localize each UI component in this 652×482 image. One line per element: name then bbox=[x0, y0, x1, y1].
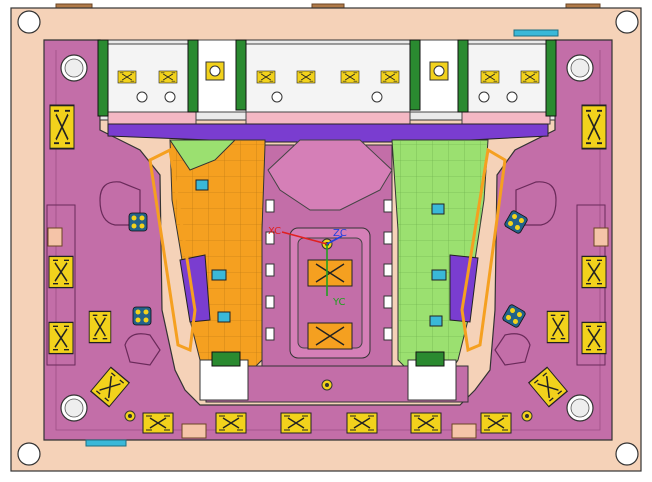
ejector-left-bottom[interactable] bbox=[132, 306, 152, 326]
top-slide-assembly[interactable] bbox=[97, 29, 559, 129]
corner-hole-top-right bbox=[615, 10, 639, 34]
axis-x-label: XC bbox=[268, 226, 281, 237]
right-side-pockets bbox=[494, 181, 609, 366]
corner-hole-top-left bbox=[17, 10, 41, 34]
ejector-left-top[interactable] bbox=[128, 212, 148, 232]
corner-hole-bottom-left bbox=[17, 442, 41, 466]
axis-z-label: ZC bbox=[333, 228, 347, 239]
bolt-hole-tl bbox=[60, 54, 88, 82]
cavity-tabs bbox=[265, 199, 393, 341]
bolt-hole-bl bbox=[60, 394, 88, 422]
axis-y-label: YC bbox=[332, 297, 346, 308]
core-markers bbox=[195, 179, 447, 327]
insert-left bbox=[179, 254, 211, 323]
bolt-hole-tr bbox=[566, 54, 594, 82]
bolt-hole-br bbox=[566, 394, 594, 422]
left-side-pockets bbox=[46, 181, 161, 366]
axis-triad: XC YC ZC bbox=[268, 226, 347, 308]
corner-hole-bottom-right bbox=[615, 442, 639, 466]
